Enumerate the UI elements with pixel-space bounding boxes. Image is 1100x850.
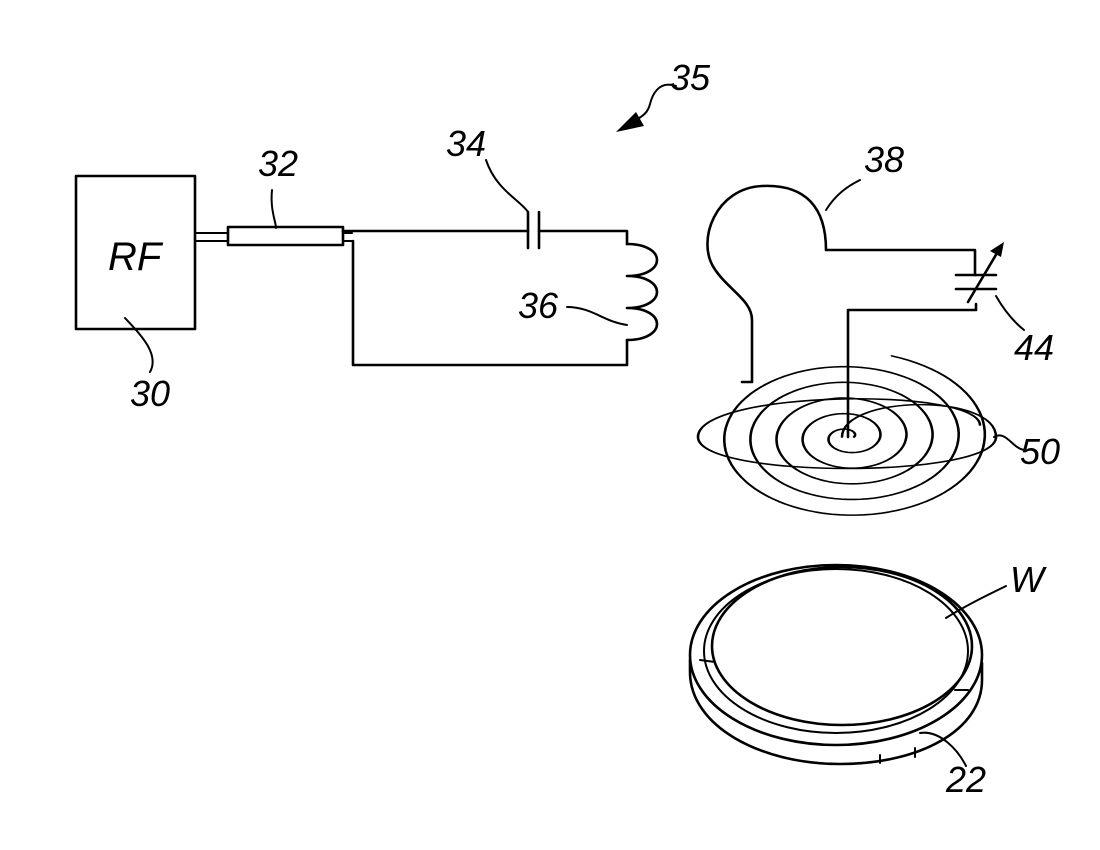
assembly-arrow: [616, 83, 677, 132]
spiral-coil: [723, 355, 987, 516]
variable-capacitor-arrow: [966, 246, 1002, 304]
inductor-coil: [625, 242, 659, 342]
spiral-antenna: [696, 355, 998, 516]
label-w: W: [1010, 559, 1047, 600]
leader-w: [945, 585, 1007, 619]
label-36: 36: [518, 285, 559, 326]
label-32: 32: [258, 143, 298, 184]
label-34: 34: [446, 123, 486, 164]
assembly-arrow-line: [631, 83, 677, 123]
leader-30: [124, 317, 154, 373]
leader-44: [995, 295, 1025, 331]
wafer-pedestal: [688, 563, 984, 766]
reference-numerals: 30 32 34 35 36 38 44 50 W 22: [130, 57, 1060, 800]
leader-50: [993, 434, 1025, 451]
label-38: 38: [864, 139, 904, 180]
assembly-arrowhead: [616, 112, 644, 132]
rf-generator-label: RF: [108, 235, 164, 279]
leader-36: [566, 306, 628, 326]
pedestal-top-edge: [688, 563, 984, 747]
capacitor-to-coil-wire: [537, 229, 629, 246]
label-50: 50: [1020, 431, 1060, 472]
matching-network: [341, 210, 659, 367]
label-35: 35: [670, 57, 711, 98]
return-wire: [351, 239, 629, 367]
label-30: 30: [130, 373, 170, 414]
rf-generator: RF: [74, 174, 197, 331]
wafer-outline: [710, 565, 974, 727]
outer-lead-conductor: [706, 184, 977, 384]
cable-sleeve: [226, 225, 345, 247]
pedestal-side: [688, 658, 984, 766]
leader-32: [270, 189, 277, 229]
leader-34: [485, 159, 529, 213]
leader-lines: [124, 159, 1025, 767]
leader-22: [919, 731, 967, 767]
wafer-rim: [703, 568, 969, 734]
antenna-lead: [706, 184, 1004, 439]
label-44: 44: [1014, 327, 1054, 368]
leader-38: [825, 179, 861, 211]
variable-capacitor-arrowhead: [990, 242, 1004, 257]
coaxial-cable: [194, 225, 353, 247]
inner-lead-conductor: [846, 302, 978, 439]
label-22: 22: [945, 759, 986, 800]
